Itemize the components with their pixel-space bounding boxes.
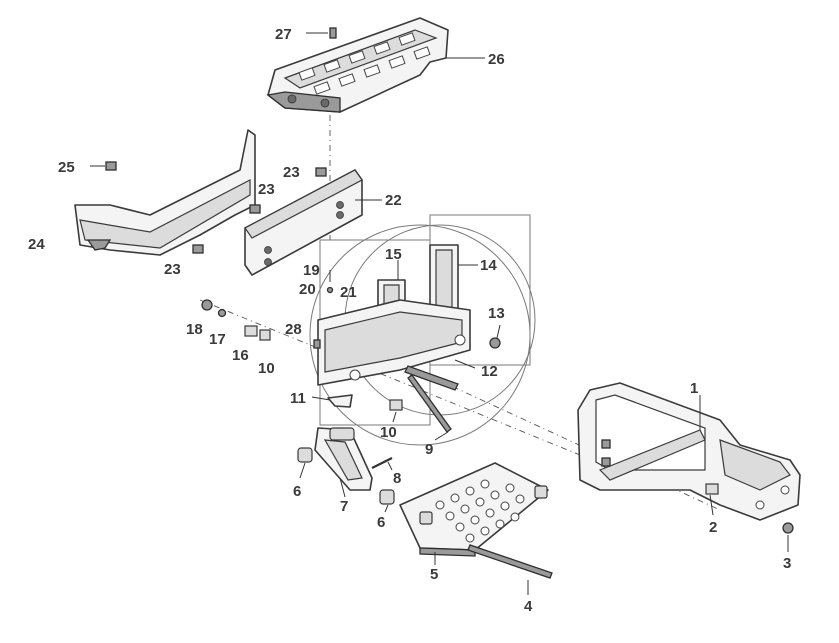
callout-6a: 6 bbox=[293, 483, 301, 500]
part-20-washer bbox=[326, 286, 334, 294]
part-10-spacer-a bbox=[259, 329, 271, 341]
callout-9: 9 bbox=[425, 441, 433, 458]
callout-16: 16 bbox=[232, 347, 249, 364]
part-25-bolt bbox=[90, 161, 117, 171]
callout-6b: 6 bbox=[377, 514, 385, 531]
callout-5: 5 bbox=[430, 566, 438, 583]
axis-bracket-to-frame bbox=[199, 299, 581, 456]
callout-10b: 10 bbox=[380, 424, 397, 441]
callout-10a: 10 bbox=[258, 360, 275, 377]
callout-7: 7 bbox=[340, 498, 348, 515]
part-16-bushing bbox=[244, 325, 258, 337]
part-1-main-frame bbox=[577, 382, 801, 521]
bolt-23a bbox=[315, 167, 327, 177]
callout-18: 18 bbox=[186, 321, 203, 338]
callout-23b: 23 bbox=[258, 181, 275, 198]
bolt-23b bbox=[249, 204, 261, 214]
part-9-pin bbox=[407, 374, 452, 433]
part-26-upper-step bbox=[266, 17, 449, 113]
bushing-6b bbox=[379, 489, 395, 505]
part-6-bushings bbox=[297, 447, 395, 505]
part-22-mounting-bracket bbox=[244, 169, 363, 276]
callout-28: 28 bbox=[285, 321, 302, 338]
callout-22: 22 bbox=[385, 192, 402, 209]
callout-23a: 23 bbox=[283, 164, 300, 181]
callout-leaders bbox=[299, 57, 789, 595]
callout-25: 25 bbox=[58, 159, 75, 176]
part-5-lower-step bbox=[399, 462, 549, 557]
part-18-nut bbox=[201, 299, 213, 311]
part-8-roll-pin bbox=[371, 457, 393, 469]
part-24-side-cover bbox=[74, 129, 256, 256]
callout-21: 21 bbox=[340, 284, 357, 301]
part-3-nut bbox=[782, 522, 794, 534]
callout-26: 26 bbox=[488, 51, 505, 68]
callout-2: 2 bbox=[709, 519, 717, 536]
part-10-spacer-b bbox=[389, 399, 403, 411]
part-2-bolt bbox=[705, 483, 719, 495]
bushing-6a bbox=[297, 447, 313, 463]
part-28-clip bbox=[313, 339, 321, 349]
callout-27: 27 bbox=[275, 26, 292, 43]
part-11-latch bbox=[327, 394, 353, 408]
callout-13: 13 bbox=[488, 305, 505, 322]
part-4-long-pin bbox=[467, 544, 553, 579]
callout-17: 17 bbox=[209, 331, 226, 348]
callout-8: 8 bbox=[393, 470, 401, 487]
callout-1: 1 bbox=[690, 380, 698, 397]
part-7-hinge-arm bbox=[314, 427, 373, 491]
callout-labels: 27 26 25 23 23 22 24 15 14 23 19 20 21 1… bbox=[28, 26, 791, 615]
callout-12: 12 bbox=[481, 363, 498, 380]
callout-4: 4 bbox=[524, 598, 533, 615]
pivot-housing bbox=[317, 299, 471, 386]
small-hardware bbox=[201, 270, 403, 411]
callout-23c: 23 bbox=[164, 261, 181, 278]
callout-15: 15 bbox=[385, 246, 402, 263]
part-23-bolts bbox=[192, 167, 327, 254]
part-13-nut bbox=[489, 337, 501, 349]
callout-14: 14 bbox=[480, 257, 497, 274]
part-17-washer bbox=[217, 308, 227, 318]
bolt-23c bbox=[192, 244, 204, 254]
axis-pivot bbox=[329, 329, 721, 511]
part-27-screw bbox=[306, 27, 337, 39]
callout-19: 19 bbox=[303, 262, 320, 279]
callout-11: 11 bbox=[290, 390, 306, 407]
callout-20: 20 bbox=[299, 281, 316, 298]
part-12-shaft bbox=[404, 365, 459, 391]
callout-24: 24 bbox=[28, 236, 45, 253]
callout-3: 3 bbox=[783, 555, 791, 572]
